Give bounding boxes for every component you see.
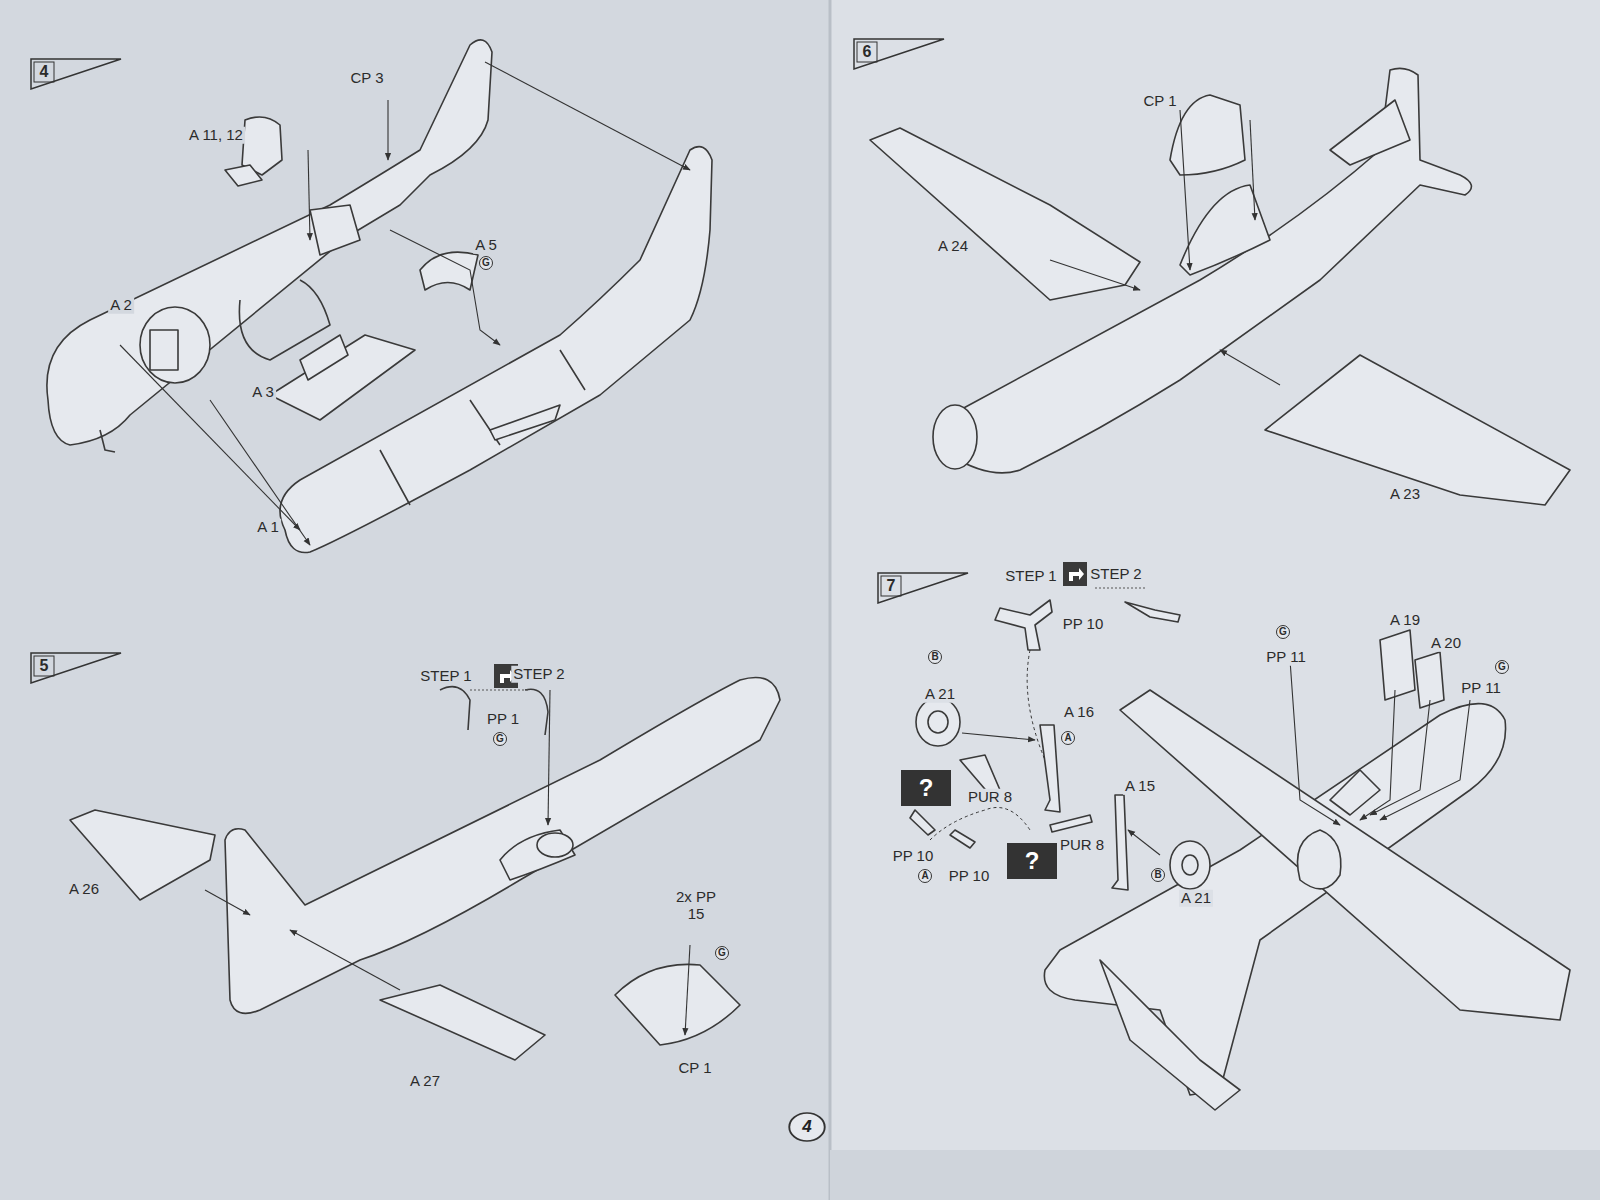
step-number: 5 <box>34 656 54 676</box>
part-number: A 26 <box>67 881 101 898</box>
part-number: PUR 8 <box>1058 837 1106 854</box>
part-number: CP 1 <box>1141 93 1178 110</box>
part-number: A 27 <box>408 1073 442 1090</box>
step-flag: 6 <box>853 38 945 70</box>
part-number: A 3 <box>250 384 276 401</box>
sprue-letter: G <box>1495 660 1509 674</box>
sprue-letter: B <box>1151 868 1165 882</box>
page-number-text: 4 <box>788 1112 826 1142</box>
part-number: A 15 <box>1123 778 1157 795</box>
part-number: CP 1 <box>676 1060 713 1077</box>
step-number: 7 <box>881 576 901 596</box>
part-number: A 21 <box>923 686 957 703</box>
sprue-letter: G <box>493 732 507 746</box>
part-number: PP 11 <box>1264 649 1307 666</box>
part-number: A 2 <box>108 297 134 314</box>
part-number: A 24 <box>936 238 970 255</box>
part-number: CP 3 <box>348 70 385 87</box>
part-number: PP 11 <box>1459 680 1502 697</box>
step-number: 6 <box>857 42 877 62</box>
part-number: A 11, 12 <box>187 127 245 144</box>
part-number: A 16 <box>1062 704 1096 721</box>
step-flag: 5 <box>30 652 122 684</box>
part-number: A 20 <box>1429 635 1463 652</box>
part-number: PP 10 <box>947 868 992 885</box>
step-flag: 4 <box>30 58 122 90</box>
part-number: PP 10 <box>891 848 936 865</box>
query-box: ? <box>1007 843 1057 879</box>
query-mark: ? <box>1007 843 1057 879</box>
part-number: PP 10 <box>1061 616 1106 633</box>
part-number: A 1 <box>255 519 281 536</box>
part-number: PP 1 <box>485 711 521 728</box>
sprue-letter: G <box>479 256 493 270</box>
sprue-letter: G <box>715 946 729 960</box>
part-number: A 5 <box>473 237 499 254</box>
part-number: A 19 <box>1388 612 1422 629</box>
part-number: 2x PP 15 <box>671 889 721 922</box>
part-number: STEP 1 <box>418 668 473 685</box>
query-box: ? <box>901 770 951 806</box>
sprue-letter: A <box>918 869 932 883</box>
query-mark: ? <box>901 770 951 806</box>
page-number: 4 <box>788 1112 826 1142</box>
part-number: PUR 8 <box>966 789 1014 806</box>
part-number: STEP 1 <box>1003 568 1058 585</box>
sprue-letter: A <box>1061 731 1075 745</box>
part-number: STEP 2 <box>1088 566 1143 583</box>
part-number: A 23 <box>1388 486 1422 503</box>
part-number: STEP 2 <box>511 666 566 683</box>
step-number: 4 <box>34 62 54 82</box>
sprue-letter: G <box>1276 625 1290 639</box>
step-flag: 7 <box>877 572 969 604</box>
part-number: A 21 <box>1179 890 1213 907</box>
sprue-letter: B <box>928 650 942 664</box>
